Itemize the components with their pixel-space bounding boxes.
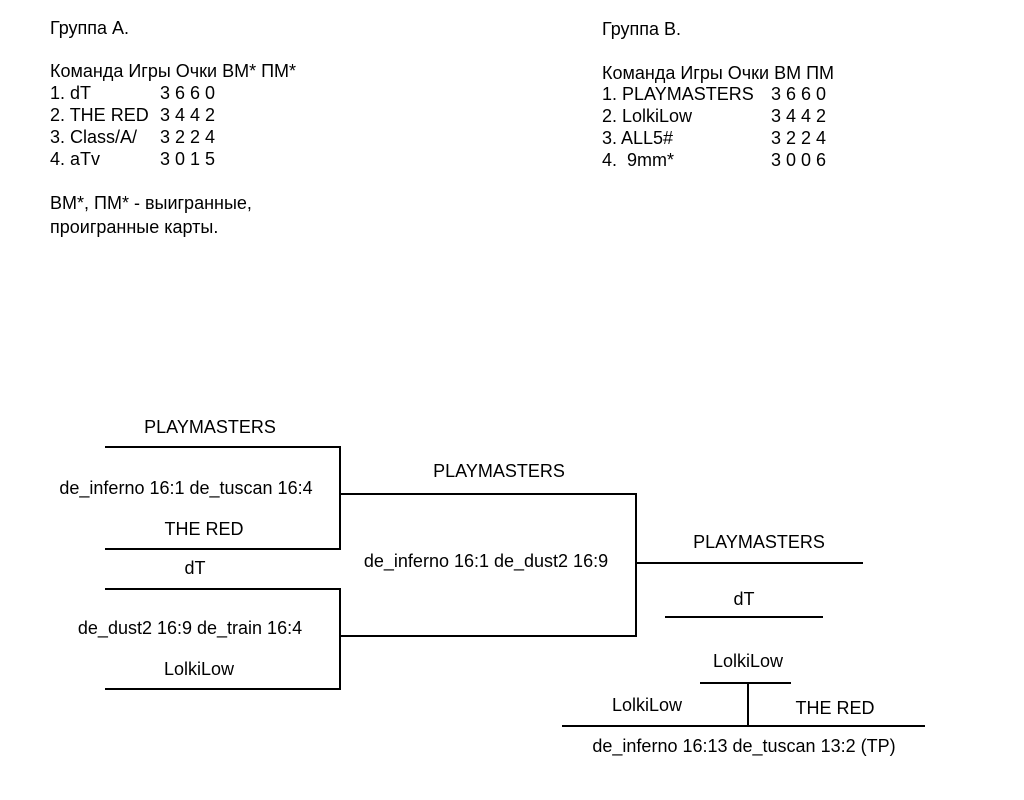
third-place-winner-label: LolkiLow [712,651,784,671]
sf2-bottom-line [105,688,341,690]
team-name-cell: 2. THE RED [50,105,149,125]
sf2-team-bottom-label: LolkiLow [163,659,235,679]
group-a-table: Группа А. Команда Игры Очки ВМ* ПМ* 1. d… [50,0,370,260]
team-name-cell: 4. aTv [50,149,101,169]
third-place-base-line [562,725,925,727]
team-stats-cell: 3 2 2 4 [771,128,827,148]
final-top-line [341,493,637,495]
final-bottom-line [341,635,637,637]
team-stats-cell: 3 0 1 5 [160,149,216,169]
team-stats-cell: 3 4 4 2 [771,106,827,126]
group-b-table: Группа В. Команда Игры Очки ВМ ПМ 1. PLA… [602,0,922,200]
group-b-title: Группа В. [602,19,682,39]
team-stats-cell: 3 4 4 2 [160,105,216,125]
sf1-right-connector [339,446,341,550]
sf1-team-top-label: PLAYMASTERS [144,417,276,437]
team-name-cell: 4. 9mm* [602,150,675,170]
sf2-maps-text: de_dust2 16:9 de_train 16:4 [77,618,303,638]
third-place-winner-line [700,682,791,684]
team-name-cell: 1. dT [50,83,92,103]
group-a-footnote-line1: ВМ*, ПМ* - выигранные, [50,193,252,213]
team-name-cell: 2. LolkiLow [602,106,693,126]
third-place-connector [747,682,749,727]
final-team-label: PLAYMASTERS [433,461,565,481]
team-name-cell: 3. ALL5# [602,128,674,148]
sf1-team-bottom-label: THE RED [164,519,244,539]
runner-up-line [665,616,823,618]
sf1-maps-text: de_inferno 16:1 de_tuscan 16:4 [59,478,313,498]
team-stats-cell: 3 2 2 4 [160,127,216,147]
sf2-team-top-label: dT [184,558,206,578]
champion-line [637,562,863,564]
third-place-team-left-label: LolkiLow [611,695,683,715]
final-maps-text: de_inferno 16:1 de_dust2 16:9 [363,551,609,571]
team-stats-cell: 3 0 0 6 [771,150,827,170]
sf1-top-line [105,446,341,448]
champion-label: PLAYMASTERS [693,532,825,552]
final-right-connector [635,493,637,637]
group-b-header: Команда Игры Очки ВМ ПМ [602,63,835,83]
third-place-team-right-label: THE RED [795,698,875,718]
team-stats-cell: 3 6 6 0 [160,83,216,103]
group-a-title: Группа А. [50,18,130,38]
group-a-header: Команда Игры Очки ВМ* ПМ* [50,61,297,81]
third-place-maps-text: de_inferno 16:13 de_tuscan 13:2 (TP) [592,736,896,756]
sf1-bottom-line [105,548,341,550]
team-name-cell: 3. Class/A/ [50,127,138,147]
sf2-top-line [105,588,341,590]
group-a-footnote-line2: проигранные карты. [50,217,219,237]
team-name-cell: 1. PLAYMASTERS [602,84,754,104]
team-stats-cell: 3 6 6 0 [771,84,827,104]
sf2-right-connector [339,588,341,690]
runner-up-label: dT [733,589,755,609]
